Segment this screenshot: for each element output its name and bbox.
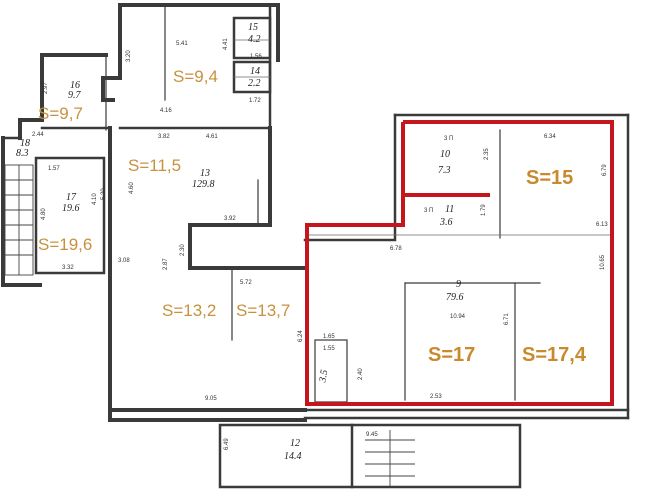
area-labels: S=9,4 S=9,7 S=11,5 S=19,6 S=13,2 S=13,7 … (38, 67, 587, 366)
dim-905: 9.05 (205, 396, 217, 402)
room-wc-area: 3.5 (317, 369, 330, 384)
room-11-area: 3.6 (439, 217, 453, 228)
room-18-area: 8.3 (16, 148, 29, 159)
room-10-area: 7.3 (438, 165, 451, 176)
dim-297: 2.97 (43, 82, 49, 94)
left-stair (4, 164, 34, 276)
dim-155: 1.55 (323, 346, 335, 352)
dim-172: 1.72 (249, 98, 261, 104)
dim-441: 4.41 (223, 38, 229, 50)
dim-480: 4.80 (41, 208, 47, 220)
dim-634: 6.34 (544, 134, 556, 140)
dim-244: 2.44 (32, 132, 44, 138)
dim-671: 6.71 (504, 313, 510, 325)
dim-416: 4.16 (160, 108, 172, 114)
room-14-num: 14 (250, 66, 260, 77)
dim-613: 6.13 (596, 222, 608, 228)
dim-945: 9.45 (366, 432, 378, 438)
dim-240: 2.40 (358, 368, 364, 380)
room-15-num: 15 (248, 22, 258, 33)
room-15-area: 4.2 (248, 34, 261, 45)
dim-410: 4.10 (92, 193, 98, 205)
dim-287: 2.87 (163, 258, 169, 270)
dim-156: 1.56 (250, 54, 262, 60)
room-11-num: 11 (445, 204, 454, 215)
dim-179: 1.79 (481, 204, 487, 216)
area-label-19-6: S=19,6 (38, 235, 92, 254)
dim-332: 3.32 (62, 265, 74, 271)
room-10-num: 10 (440, 149, 450, 160)
dim-624: 6.24 (298, 330, 304, 342)
dim-157: 1.57 (48, 166, 60, 172)
dim-1065: 10.65 (600, 254, 606, 270)
area-label-15: S=15 (526, 167, 573, 189)
dim-649: 6.49 (224, 438, 230, 450)
room-9-num: 9 (456, 279, 461, 290)
dim-230: 2.30 (180, 244, 186, 256)
area-label-11-5: S=11,5 (128, 156, 181, 175)
dim-392: 3.92 (224, 216, 236, 222)
dim-1094: 10.94 (450, 314, 466, 320)
note-steps-b: 3 П (424, 208, 433, 214)
room-12-num: 12 (290, 438, 300, 449)
room-14-area: 2.2 (248, 78, 261, 89)
room-13-num: 13 (200, 168, 210, 179)
area-label-17-4: S=17,4 (522, 344, 587, 366)
dim-382: 3.82 (158, 134, 170, 140)
dim-572: 5.72 (240, 280, 252, 286)
room-numbers: 15 4.2 14 2.2 16 9.7 18 8.3 13 129.8 17 … (16, 22, 464, 462)
dim-541: 5.41 (176, 41, 188, 47)
dim-679: 6.79 (602, 164, 608, 176)
room-13-area: 129.8 (192, 179, 215, 190)
room-12-area: 14.4 (284, 451, 302, 462)
area-label-9-4: S=9,4 (173, 67, 218, 86)
left-building-walls (1, 3, 307, 422)
room-17-area: 19.6 (62, 203, 80, 214)
dim-461: 4.61 (206, 134, 218, 140)
dim-308: 3.08 (118, 258, 130, 264)
dim-520: 5.20 (101, 188, 107, 200)
area-label-13-2: S=13,2 (162, 301, 216, 320)
room-9-area: 79.6 (446, 292, 464, 303)
dimension-labels: 5.41 4.41 1.56 1.72 3.20 4.16 2.97 3.82 … (32, 38, 608, 450)
dim-378: 6.78 (390, 246, 402, 252)
dim-320: 3.20 (126, 50, 132, 62)
room-16-num: 16 (70, 80, 80, 91)
small-rooms (232, 16, 272, 94)
area-label-13-7: S=13,7 (236, 301, 290, 320)
dim-235: 2.35 (484, 148, 490, 160)
room-16-area: 9.7 (68, 90, 82, 101)
bottom-stair-block (218, 423, 522, 489)
area-label-9-7: S=9,7 (38, 104, 83, 123)
note-steps-a: 3 П (444, 136, 453, 142)
dim-460: 4.60 (129, 182, 135, 194)
right-building-walls (303, 113, 630, 420)
dim-165: 1.65 (323, 334, 335, 340)
room-18-num: 18 (20, 138, 30, 149)
room-17-num: 17 (66, 192, 77, 203)
dim-253: 2.53 (430, 394, 442, 400)
area-label-17: S=17 (428, 344, 475, 366)
